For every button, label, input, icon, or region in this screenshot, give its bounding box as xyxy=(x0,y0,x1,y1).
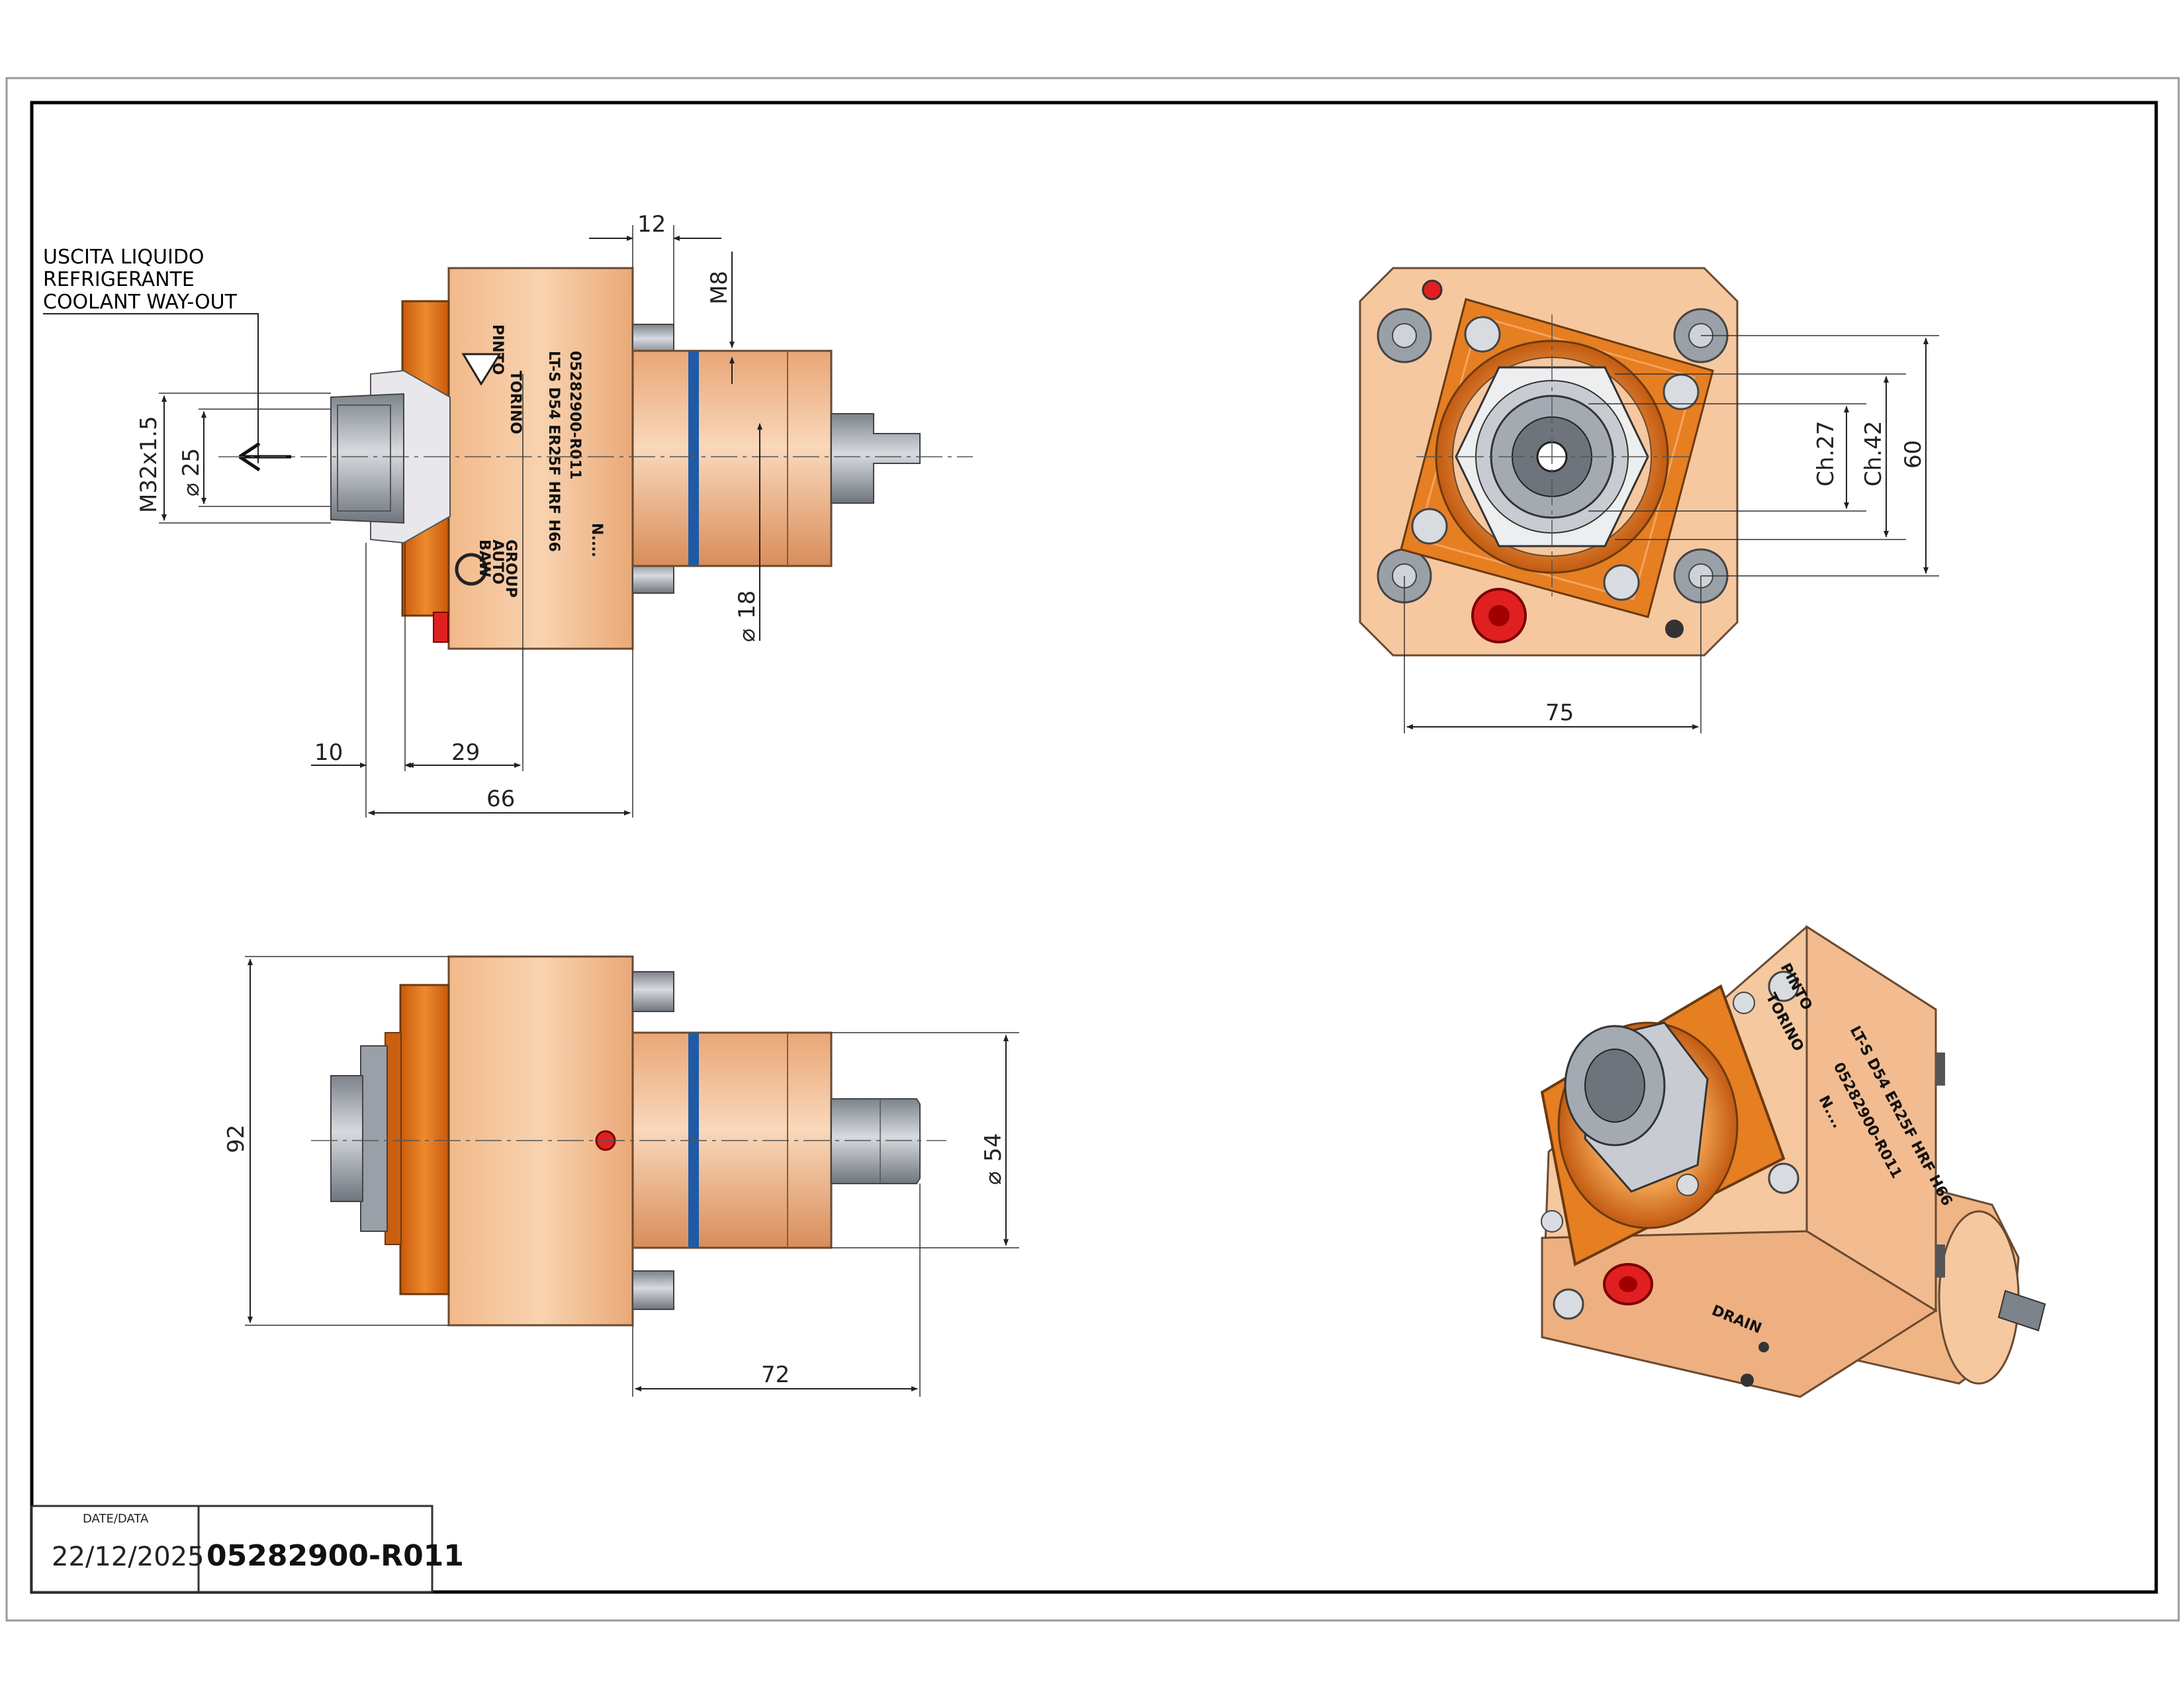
side-engraving-line2: 05282900-R011 xyxy=(567,351,583,479)
top-flange xyxy=(399,984,450,1295)
dim-side-29: 29 xyxy=(451,739,480,766)
title-block: DATE/DATA 22/12/2025 05282900-R011 xyxy=(30,1505,464,1593)
dim-side-m8: M8 xyxy=(706,271,733,305)
top-nut xyxy=(360,1045,388,1232)
front-flange-screws xyxy=(1411,316,1700,601)
side-group-3: GROUP xyxy=(502,539,519,598)
side-view: USCITA LIQUIDO REFRIGERANTE COOLANT WAY-… xyxy=(43,211,973,818)
dim-top-72: 72 xyxy=(761,1362,790,1388)
side-group-2: AUTO xyxy=(489,539,506,585)
dim-side-d25: 25 xyxy=(178,448,205,477)
front-view: Ch.27 Ch.42 60 75 xyxy=(1359,267,1939,733)
side-body-block xyxy=(447,267,634,650)
side-seal-ring xyxy=(688,351,699,566)
top-shaft xyxy=(831,1098,921,1184)
side-group-logo xyxy=(455,553,488,586)
dim-front-60: 60 xyxy=(1900,440,1927,469)
title-code: 05282900-R011 xyxy=(206,1539,464,1573)
top-bolt-top xyxy=(632,971,674,1012)
svg-text:⌀: ⌀ xyxy=(980,1172,1007,1185)
dim-side-66: 66 xyxy=(486,786,515,812)
side-engraving-line1: LT-S D54 ER25F HRF H66 xyxy=(545,351,562,552)
dim-side-thread: M32x1.5 xyxy=(136,416,162,513)
coolant-label-3: COOLANT WAY-OUT xyxy=(43,291,238,314)
side-red-plug xyxy=(433,612,449,643)
coolant-label-1: USCITA LIQUIDO xyxy=(43,246,205,269)
top-view: 92 54 ⌀ 72 xyxy=(223,955,1019,1397)
svg-text:⌀: ⌀ xyxy=(178,483,205,496)
isometric-view: LT-S D54 ER25F HRF H66 05282900-R011 N..… xyxy=(1540,925,2046,1398)
side-collet-bore xyxy=(337,404,391,512)
side-collet xyxy=(330,393,404,524)
top-bolt-bottom xyxy=(632,1270,674,1310)
dim-front-75: 75 xyxy=(1545,700,1574,726)
top-collet xyxy=(330,1075,363,1202)
front-small-hole-red xyxy=(1422,279,1443,301)
iso-bolt-1 xyxy=(1936,1053,1945,1086)
side-brand-logo xyxy=(461,353,502,386)
dim-top-92: 92 xyxy=(223,1125,250,1153)
svg-text:⌀: ⌀ xyxy=(734,629,760,642)
outer-border xyxy=(5,77,2180,1622)
dim-side-12: 12 xyxy=(637,211,666,238)
side-shaft xyxy=(831,413,921,504)
iso-shaft xyxy=(1997,1289,2046,1332)
coolant-leader xyxy=(43,313,259,463)
side-brand-2: TORINO xyxy=(507,371,523,434)
coolant-arrow-head xyxy=(238,442,261,472)
dim-top-d54: 54 xyxy=(980,1133,1007,1162)
iso-bolt-2 xyxy=(1936,1244,1945,1278)
inner-border xyxy=(30,101,2158,1594)
title-date: 22/12/2025 xyxy=(52,1542,205,1572)
title-date-label: DATE/DATA xyxy=(83,1512,149,1526)
side-engraving-line3: N.... xyxy=(588,523,605,557)
coolant-label-2: REFRIGERANTE xyxy=(43,268,195,291)
dim-side-10: 10 xyxy=(314,739,343,766)
dim-front-ch27: Ch.27 xyxy=(1813,421,1839,487)
dim-front-ch42: Ch.42 xyxy=(1860,421,1887,487)
dim-side-d18: 18 xyxy=(734,590,760,619)
front-small-hole xyxy=(1665,620,1684,638)
side-group-1: BAW xyxy=(476,539,492,577)
